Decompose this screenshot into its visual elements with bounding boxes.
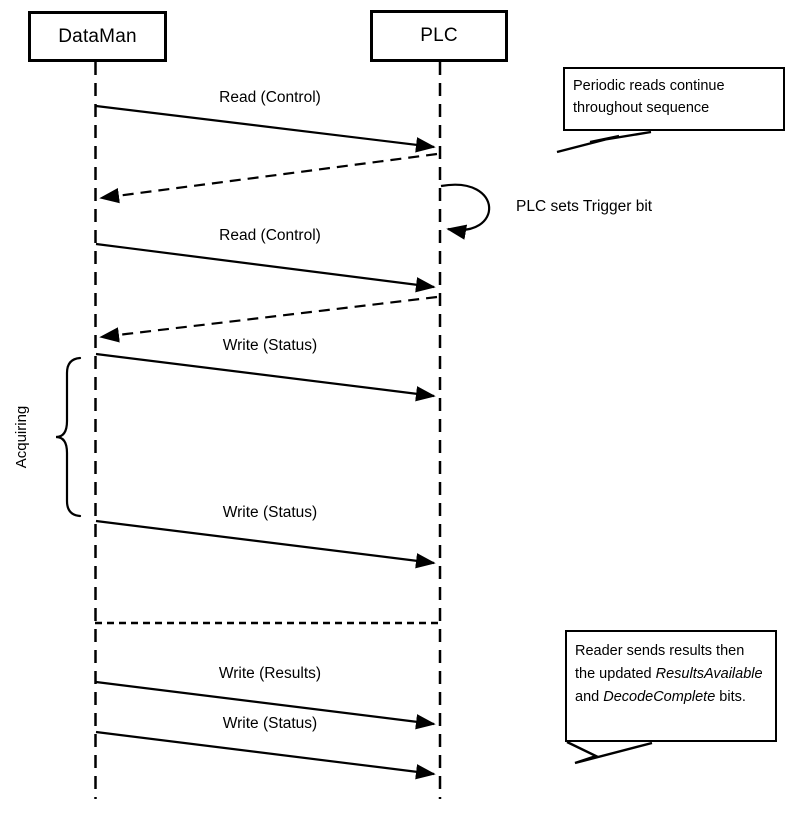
callout-results-line3: and DecodeComplete bits.	[575, 686, 767, 709]
callout-results-line2-italic: ResultsAvailable	[655, 666, 763, 682]
callout-results-line3-italic: DecodeComplete	[603, 689, 716, 705]
callout-results-line1: Reader sends results then	[575, 640, 767, 663]
acquiring-label: Acquiring	[13, 405, 30, 469]
arrow-write-status-2	[95, 519, 436, 569]
message-label-write-status-1: Write (Status)	[222, 337, 318, 354]
acquiring-brace	[55, 356, 82, 518]
callout-reader-results: Reader sends results then the updated Re…	[565, 630, 777, 742]
callout-results-line1-text: Reader sends results then	[575, 643, 745, 659]
message-label-write-results: Write (Results)	[218, 665, 322, 682]
callout-periodic-line2: throughout sequence	[573, 100, 710, 116]
arrow-read-control-2	[95, 242, 436, 293]
trigger-bit-note: PLC sets Trigger bit	[516, 198, 653, 215]
arrow-response-dashed-1	[99, 152, 438, 204]
actor-label-dataman: DataMan	[58, 25, 137, 47]
message-label-write-status-2: Write (Status)	[222, 504, 318, 521]
actor-box-dataman: DataMan	[28, 11, 167, 62]
message-label-write-status-3: Write (Status)	[222, 715, 318, 732]
callout-periodic-tail	[556, 130, 652, 154]
arrow-response-dashed-2	[99, 295, 438, 343]
callout-periodic-reads: Periodic reads continue throughout seque…	[563, 67, 785, 131]
arrow-write-status-1	[95, 352, 436, 402]
arrow-read-control-1	[95, 104, 436, 153]
arrow-plc-self-loop	[440, 183, 491, 240]
arrow-write-results	[95, 680, 436, 730]
actor-label-plc: PLC	[420, 25, 458, 46]
message-label-read-control-1: Read (Control)	[219, 89, 321, 106]
actor-box-plc: PLC	[370, 10, 508, 62]
callout-results-line2: the updated ResultsAvailable	[575, 663, 767, 686]
callout-results-line3-pre: and	[575, 689, 604, 705]
callout-periodic-line1: Periodic reads continue	[573, 78, 725, 94]
callout-results-tail	[566, 740, 653, 765]
arrow-write-status-3	[95, 730, 436, 780]
message-label-read-control-2: Read (Control)	[219, 227, 321, 244]
callout-results-line3-post: bits.	[715, 689, 746, 705]
callout-results-line2-pre: the updated	[575, 666, 656, 682]
